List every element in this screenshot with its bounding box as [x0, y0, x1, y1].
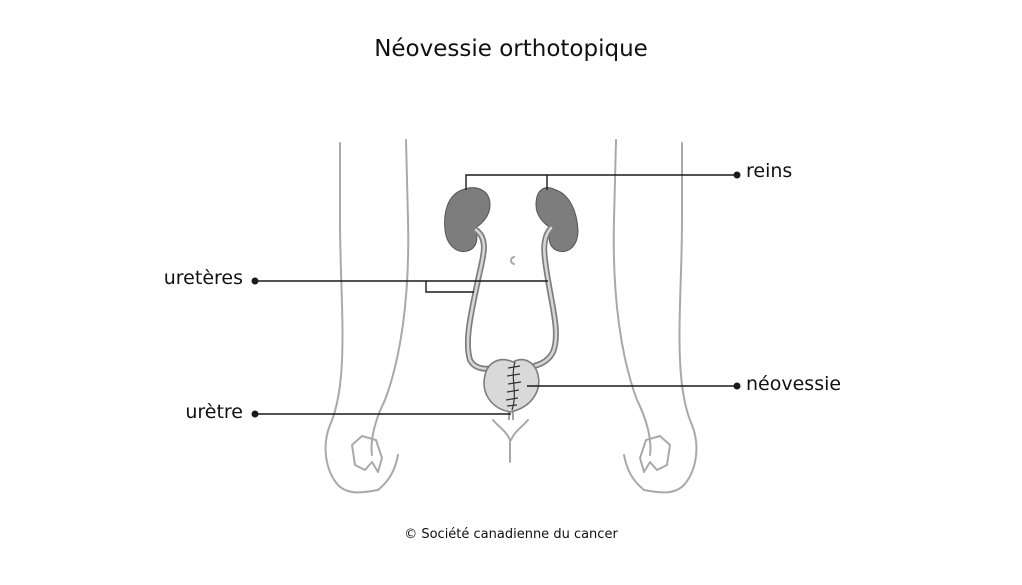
diagram-title: Néovessie orthotopique — [374, 36, 648, 62]
label-ureteres: uretères — [163, 267, 243, 289]
neobladder — [483, 358, 540, 413]
label-uretre: urètre — [185, 401, 243, 423]
left-kidney — [444, 187, 491, 253]
urethra — [508, 411, 514, 420]
label-neovessie: néovessie — [746, 373, 842, 395]
ureters — [464, 225, 559, 372]
leader-neovessie — [527, 382, 741, 390]
leader-ureteres — [251, 277, 548, 293]
leader-reins — [465, 171, 741, 190]
body-outline — [324, 139, 698, 494]
copyright-notice: © Société canadienne du cancer — [404, 527, 618, 542]
right-kidney — [535, 187, 579, 253]
label-reins: reins — [746, 160, 793, 182]
leader-uretre — [251, 410, 511, 418]
